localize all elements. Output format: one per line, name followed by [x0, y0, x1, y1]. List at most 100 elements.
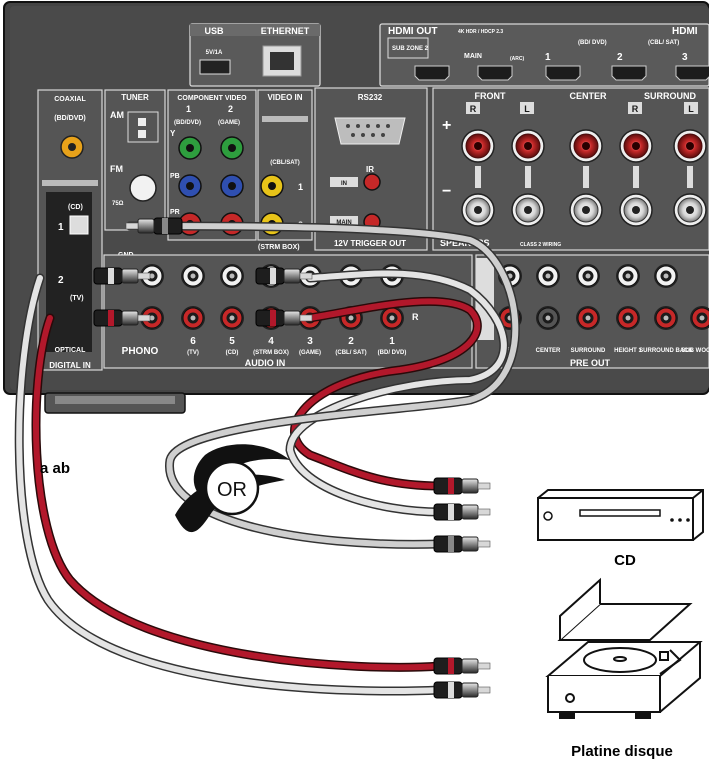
tuner-am: AM [110, 110, 124, 120]
plug-cd-device-white [433, 503, 491, 521]
hdmi-in-1: 1 [545, 52, 551, 63]
hdmi-in-2-sub: (CBL/ SAT) [648, 40, 679, 46]
rs232-port [334, 117, 406, 145]
pre-out-item-label: HEIGHT 1 [614, 348, 642, 354]
tuner-block: TUNER AM FM 75Ω GND [104, 89, 166, 259]
pre-out-jack [536, 306, 560, 330]
usb-port [199, 59, 231, 75]
pre-out-jack [616, 306, 640, 330]
component-1: 1 [186, 104, 191, 114]
speaker-terminal-pair [461, 129, 495, 227]
audio-in-port-sub: (BD/ DVD) [378, 350, 407, 356]
pre-out-jack [690, 306, 709, 330]
hdmi-in-2: 2 [617, 52, 623, 63]
audio-in-port-number: 6 [190, 336, 196, 347]
hdmi-arc: (ARC) [510, 56, 524, 62]
pre-out-upper-jack [536, 264, 560, 288]
optical-2: 2 [58, 275, 64, 286]
audio-in-5-l-jack [220, 264, 244, 288]
speaker-terminal-pair [569, 129, 603, 227]
audio-r-label: R [412, 312, 419, 322]
plug-optical [125, 217, 183, 235]
hdmi-port-2 [611, 65, 647, 81]
speaker-terminal-pair [619, 129, 653, 227]
speaker-terminal-pair [511, 129, 545, 227]
tuner-title: TUNER [121, 93, 149, 102]
component-pr: PR [170, 209, 180, 216]
audio-in-6-r-jack [181, 306, 205, 330]
fm-antenna-jack [129, 174, 157, 202]
tuner-ohm: 75Ω [112, 201, 124, 207]
pre-out-item-label: CENTER [536, 348, 561, 354]
plug-turntable-white [433, 681, 491, 699]
pre-out-jack [654, 306, 678, 330]
ir-title: IR [366, 165, 374, 174]
device-plugs [433, 477, 491, 699]
video-in-title: VIDEO IN [267, 93, 302, 102]
usb-ethernet-block: USB ETHERNET 5V/1A [189, 23, 321, 87]
component-y: Y [170, 129, 176, 138]
pre-out-jack [576, 306, 600, 330]
ethernet-title: ETHERNET [261, 26, 310, 36]
coaxial-title: COAXIAL [54, 96, 86, 103]
trigger-main: MAIN [336, 220, 351, 226]
audio-in-5-r-jack [220, 306, 244, 330]
plug-phono-l [93, 267, 151, 285]
hdmi-out-spec: 4K HDR / HDCP 2.3 [458, 29, 503, 35]
speakers-surround: SURROUND [644, 91, 697, 101]
audio-in-6-l-jack [181, 264, 205, 288]
hdmi-port-sub [414, 65, 450, 81]
audio-in-port-sub: (STRM BOX) [253, 350, 289, 356]
audio-in-port-number: 4 [268, 336, 274, 347]
hdmi-port-3 [675, 65, 709, 81]
speakers-front-l: L [524, 104, 530, 114]
component-title: COMPONENT VIDEO [177, 95, 247, 102]
audio-in-port-sub: (CD) [226, 350, 239, 356]
optical-tv: (TV) [70, 295, 84, 302]
tuner-fm: FM [110, 164, 123, 174]
video-in-1: 1 [298, 182, 303, 192]
pre-out-item-label: SUB WOOFER [681, 348, 709, 354]
ir-jack [363, 173, 381, 191]
or-swirl: OR [175, 444, 290, 533]
speakers-block: FRONT CENTER SURROUND R L R L + − SPEAKE… [432, 87, 709, 251]
optical-1: 1 [58, 222, 64, 233]
speakers-surround-r: R [632, 104, 639, 114]
hdmi-in-1-sub: (BD/ DVD) [578, 40, 607, 46]
pre-out-upper-jack [576, 264, 600, 288]
speaker-terminal-pair [673, 129, 707, 227]
hdmi-in-title: HDMI [672, 26, 698, 37]
phono-l-jack [140, 264, 164, 288]
audio-in-1-r-jack [380, 306, 404, 330]
video-in-block: VIDEO IN (CBL/SAT) 1 2 (STRM BOX) [257, 89, 313, 251]
usb-title: USB [204, 26, 224, 36]
cable-note: a ab [40, 460, 70, 477]
hdmi-sub-zone: SUB ZONE 2 [392, 46, 429, 52]
pre-out-label: PRE OUT [570, 358, 611, 368]
audio-in-port-sub: (TV) [187, 350, 199, 356]
plug-cd-device-red [433, 477, 491, 495]
cd-player: CD [537, 489, 704, 569]
plug-turntable-red [433, 657, 491, 675]
or-label: OR [217, 479, 247, 501]
speakers-minus: − [442, 183, 451, 200]
cd-label: CD [614, 552, 636, 569]
phono-label: PHONO [122, 346, 159, 357]
speakers-center: CENTER [569, 91, 607, 101]
hdmi-port-main [477, 65, 513, 81]
audio-in-port-number: 2 [348, 336, 354, 347]
component-video-block: COMPONENT VIDEO 1 (BD/DVD) 2 (GAME) Y PB… [167, 89, 257, 241]
digital-in-label: DIGITAL IN [49, 361, 91, 370]
speakers-note: CLASS 2 WIRING [520, 242, 561, 248]
pre-out-item-label: SURROUND [571, 348, 606, 354]
trigger-title: 12V TRIGGER OUT [334, 239, 406, 248]
speakers-surround-l: L [688, 104, 694, 114]
audio-in-port-number: 5 [229, 336, 235, 347]
receiver-plugs [93, 217, 313, 327]
component-2-sub: (GAME) [218, 120, 240, 126]
hdmi-out-title: HDMI OUT [388, 26, 437, 37]
optical-cd: (CD) [68, 204, 83, 211]
rs232-title: RS232 [358, 93, 383, 102]
speakers-front: FRONT [475, 91, 506, 101]
